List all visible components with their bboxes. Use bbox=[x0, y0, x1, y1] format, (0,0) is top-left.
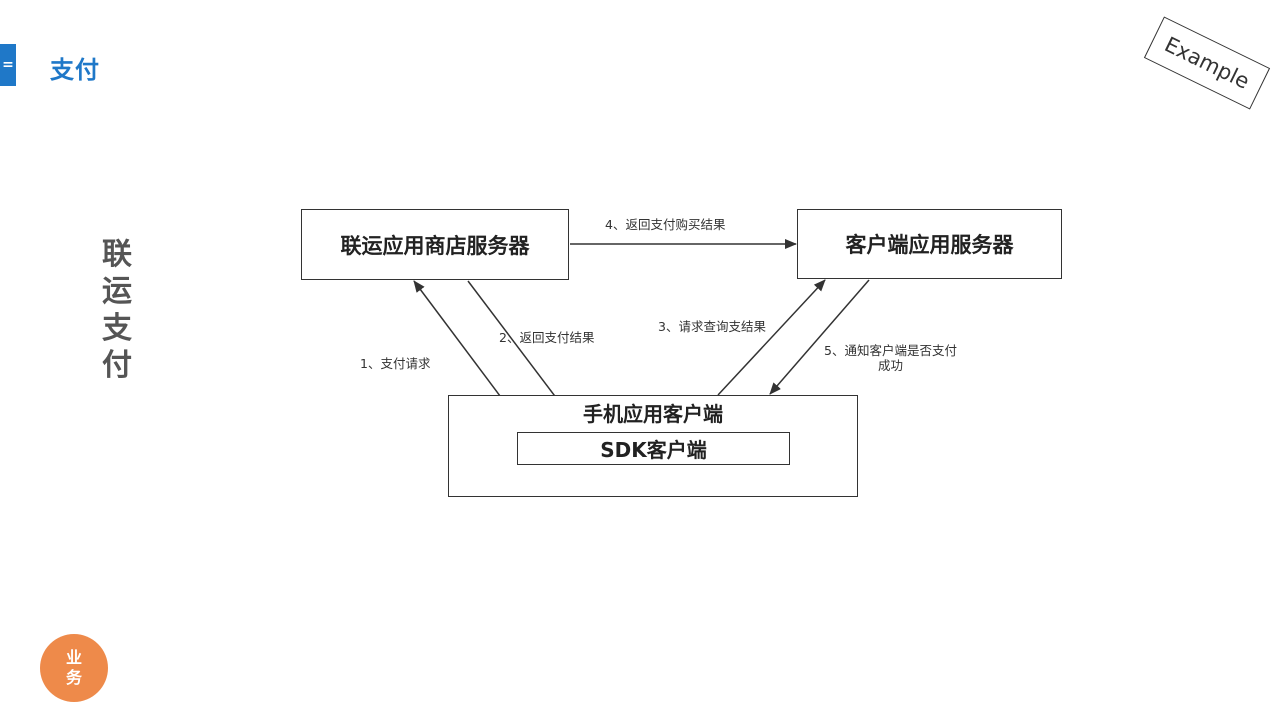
node-client-app-server-label: 客户端应用服务器 bbox=[845, 233, 1014, 257]
edge-label-pay-request: 1、支付请求 bbox=[360, 356, 431, 371]
edge-label-return-pay-result: 2、返回支付结果 bbox=[499, 330, 595, 345]
category-badge-text: 业务 bbox=[65, 648, 82, 687]
arrow-query-result bbox=[717, 279, 826, 396]
edge-label-notify-client: 5、通知客户端是否支付成功 bbox=[824, 343, 957, 373]
edge-label-return-purchase-result: 4、返回支付购买结果 bbox=[605, 217, 726, 232]
edge-label-query-result: 3、请求查询支结果 bbox=[658, 319, 766, 334]
vertical-section-label: 联运支付 bbox=[102, 237, 132, 383]
node-mobile-client-label: 手机应用客户端 bbox=[583, 402, 723, 426]
arrow-notify-client bbox=[769, 279, 870, 395]
node-store-server: 联运应用商店服务器 bbox=[301, 209, 569, 280]
category-badge: 业务 bbox=[40, 634, 108, 702]
page-title: 支付 bbox=[50, 56, 100, 84]
node-store-server-label: 联运应用商店服务器 bbox=[340, 233, 530, 258]
section-tab-marker: = bbox=[0, 44, 16, 86]
node-sdk-client-label: SDK客户端 bbox=[600, 438, 707, 462]
node-sdk-client: SDK客户端 bbox=[517, 432, 790, 465]
node-client-app-server: 客户端应用服务器 bbox=[797, 209, 1062, 279]
